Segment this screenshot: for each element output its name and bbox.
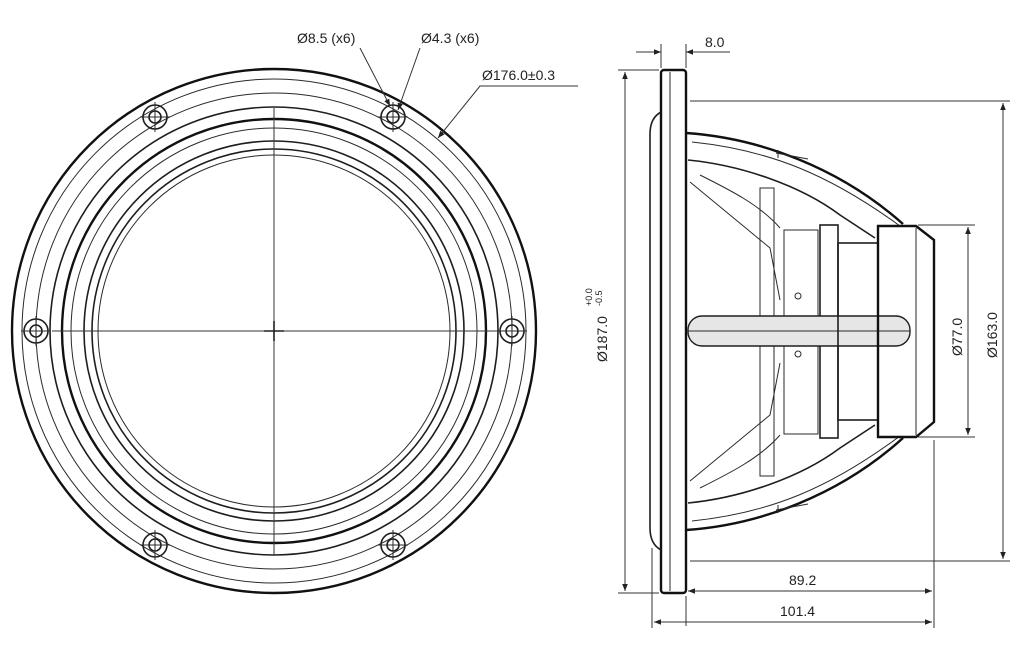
basket-lower-profile xyxy=(685,437,904,532)
coil-mark xyxy=(794,350,802,358)
hole-large-leader xyxy=(359,47,391,107)
cone-profile-lower xyxy=(689,362,781,482)
mounting-hole xyxy=(140,102,170,132)
back-plate xyxy=(876,224,936,439)
total-depth-label: 101.4 xyxy=(780,603,815,619)
basket-lower-inner xyxy=(687,424,876,504)
cone-profile-upper xyxy=(689,181,781,301)
cone-surround-profile xyxy=(649,111,662,551)
terminal-bottom xyxy=(775,503,809,513)
hole-large-label: Ø8.5 (x6) xyxy=(297,30,355,46)
coil-mark xyxy=(794,292,802,300)
flange xyxy=(659,68,688,595)
mounting-hole xyxy=(378,102,408,132)
front-view: Ø8.5 (x6) Ø4.3 (x6) Ø176.0±0.3 xyxy=(10,30,578,595)
side-view: 8.0 Ø187.0 +0.0 -0.5 Ø77.0 Ø163.0 89.2 1… xyxy=(584,34,1010,628)
outer-diameter-tol-plus: +0.0 xyxy=(584,288,594,306)
mounting-hole xyxy=(140,530,170,560)
basket-upper-profile xyxy=(685,131,904,225)
basket-upper-rib xyxy=(691,141,901,229)
hole-small-label: Ø4.3 (x6) xyxy=(421,30,479,46)
cutout-diameter-label: Ø163.0 xyxy=(984,312,1000,358)
basket-lower-rib xyxy=(691,434,901,522)
bolt-circle-label: Ø176.0±0.3 xyxy=(482,67,555,83)
mounting-hole xyxy=(497,316,527,346)
magnet-diameter-label: Ø77.0 xyxy=(949,318,965,356)
mounting-hole xyxy=(21,316,51,346)
mounting-hole xyxy=(378,530,408,560)
outer-diameter-tol-minus: -0.5 xyxy=(594,290,604,306)
terminal-top xyxy=(775,150,809,160)
flange-thickness-label: 8.0 xyxy=(705,34,725,50)
frame-outer-ring xyxy=(10,67,538,595)
hole-small-leader xyxy=(397,47,421,111)
basket-upper-inner xyxy=(687,159,876,239)
outer-diameter-label: Ø187.0 xyxy=(594,316,610,362)
bolt-circle-leader xyxy=(437,85,578,139)
mount-depth-label: 89.2 xyxy=(789,572,816,588)
